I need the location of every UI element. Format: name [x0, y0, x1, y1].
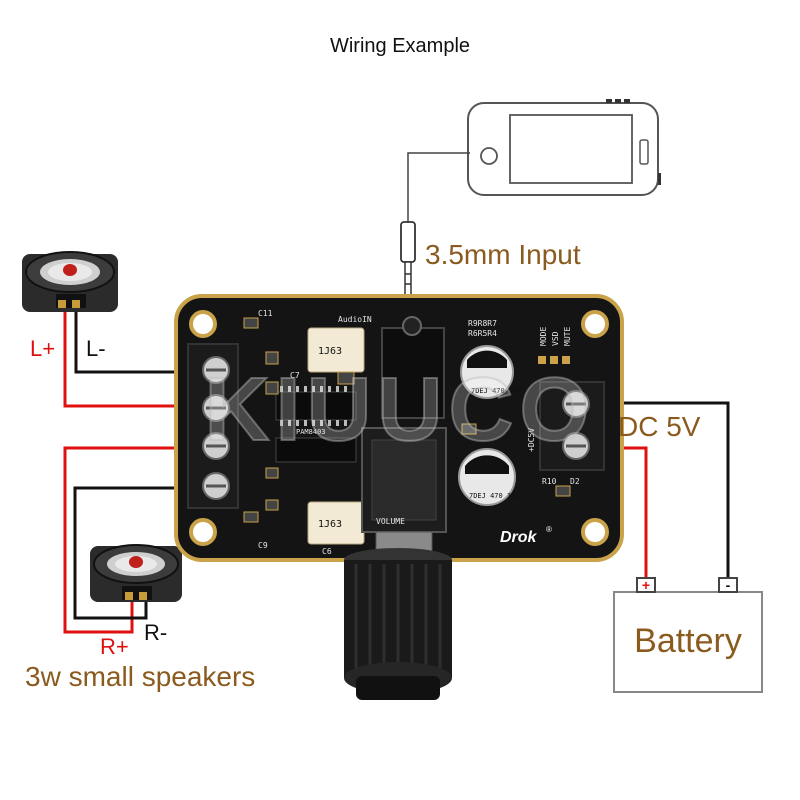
silk-c7: C7 [290, 371, 300, 380]
silk-mute: MUTE [563, 327, 572, 346]
diagram-title: Wiring Example [330, 35, 470, 57]
capacitor-bottom-icon [458, 448, 516, 506]
silk-mode: MODE [539, 327, 548, 346]
watermark: KIUUCO [205, 360, 596, 460]
wire-r-plus [63, 446, 196, 634]
wire-r-minus [73, 486, 196, 620]
cap-label-top: 7DEJ 470 16V [471, 387, 522, 395]
battery-plus-label: + [642, 577, 650, 593]
brand-logo: Drok [500, 529, 538, 546]
silk-d2: D2 [570, 477, 580, 486]
capacitor-top-icon [460, 345, 514, 399]
chip-label-bottom: 1J63 [318, 519, 342, 530]
volume-knob-icon [344, 531, 452, 700]
silk-dc: +DC5V [527, 428, 536, 452]
wire-l-minus [74, 308, 196, 374]
silk-res2: R6R5R4 [468, 329, 497, 338]
r-plus-label: R+ [100, 634, 129, 659]
dc-label: DC 5V [618, 411, 701, 442]
silk-vsd: VSD [551, 331, 560, 346]
speaker-left-icon [22, 251, 118, 312]
l-plus-label: L+ [30, 336, 55, 361]
cap-label-bottom: 7DEJ 470 16V [469, 492, 520, 500]
silk-c6: C6 [322, 547, 332, 556]
battery-minus-label: - [726, 577, 731, 593]
silk-c9: C9 [258, 541, 268, 550]
chip-label-top: 1J63 [318, 346, 342, 357]
silk-res1: R9R8R7 [468, 319, 497, 328]
amplifier-board: AudioIN VOLUME R9R8R7 R6R5R4 C11 C7 C9 C… [174, 294, 624, 562]
l-minus-label: L- [86, 336, 106, 361]
silk-pam: PAM8403 [296, 428, 326, 436]
speakers-caption: 3w small speakers [25, 661, 255, 692]
audio-jack-plug-icon [400, 221, 416, 299]
silk-r10: R10 [542, 477, 557, 486]
brand-mark: ® [546, 525, 552, 534]
silk-c11: C11 [258, 309, 273, 318]
battery-icon [613, 577, 763, 693]
audio-cable [407, 152, 470, 222]
speaker-right-icon [90, 544, 182, 602]
r-minus-label: R- [144, 620, 167, 645]
phone-icon [467, 99, 661, 196]
battery-label: Battery [634, 622, 742, 660]
wire-dc-minus [600, 401, 730, 584]
input-label: 3.5mm Input [425, 239, 581, 270]
silk-volume: VOLUME [376, 517, 405, 526]
silk-audio-in: AudioIN [338, 315, 372, 324]
